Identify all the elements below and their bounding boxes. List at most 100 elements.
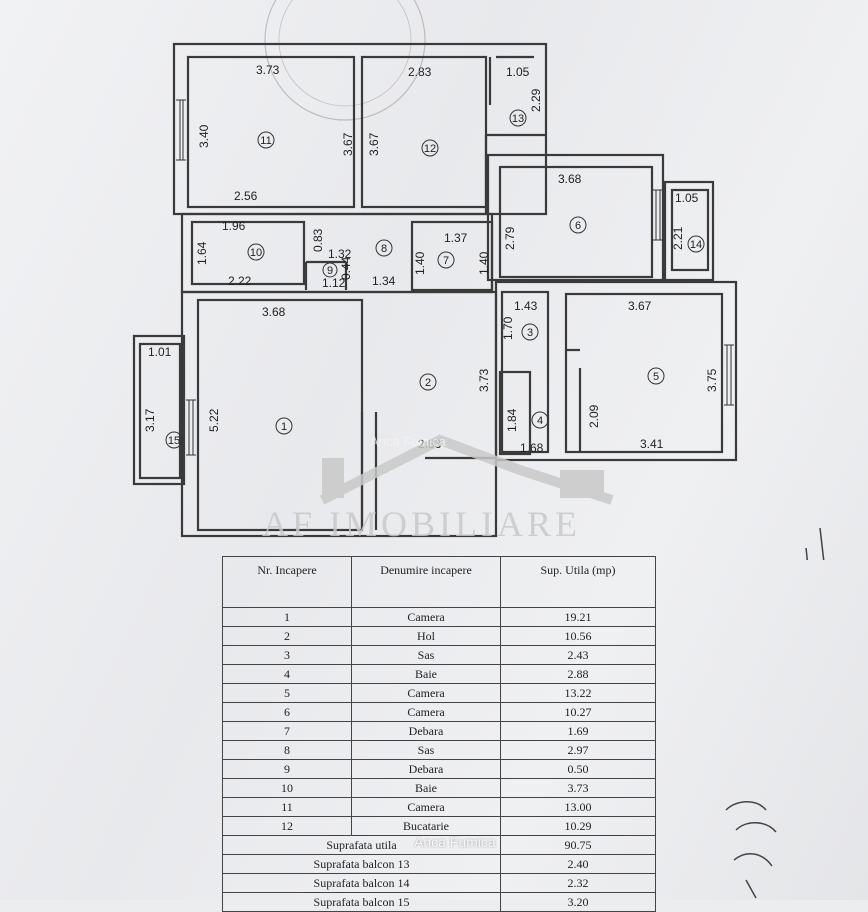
cell-area: 10.29 xyxy=(500,816,656,836)
cell-area: 3.73 xyxy=(500,778,656,798)
cell-name: Camera xyxy=(351,607,501,627)
watermark-agent-bottom: Anca Fumica xyxy=(414,834,496,850)
dim-r15-left: 3.17 xyxy=(143,408,157,432)
handwritten-initials xyxy=(725,801,777,899)
dim-r11-left: 3.40 xyxy=(197,124,211,148)
cell-area: 19.21 xyxy=(500,607,656,627)
cell-area: 2.88 xyxy=(500,664,656,684)
dim-r13-right: 2.29 xyxy=(529,88,543,112)
room-1-label: 1 xyxy=(281,421,287,433)
dim-r3-left: 1.70 xyxy=(501,316,515,340)
cell-nr: 8 xyxy=(222,740,352,760)
room-14-label: 14 xyxy=(690,239,702,251)
summary-area: 3.20 xyxy=(500,892,656,912)
dim-r5-bottom: 3.41 xyxy=(640,437,664,451)
dim-r9-a: 1.32 xyxy=(328,247,352,261)
summary-label: Suprafata balcon 15 xyxy=(222,892,501,912)
room-15-label: 15 xyxy=(168,435,180,447)
dim-r11-top: 3.73 xyxy=(256,63,280,77)
dim-r10-left: 1.64 xyxy=(195,241,209,265)
dim-r4-bottom: 1.68 xyxy=(520,441,544,455)
dim-r15-top: 1.01 xyxy=(148,345,172,359)
cell-area: 10.27 xyxy=(500,702,656,722)
summary-area: 2.32 xyxy=(500,873,656,893)
dim-r11-bottom: 2.56 xyxy=(234,189,258,203)
room-7-label: 7 xyxy=(443,255,449,267)
room-12-label: 12 xyxy=(424,143,436,155)
cell-area: 1.69 xyxy=(500,721,656,741)
dim-r7-left: 1.40 xyxy=(413,251,427,275)
cell-name: Sas xyxy=(351,645,501,665)
dim-r14-top: 1.05 xyxy=(675,191,699,205)
room-4-label: 4 xyxy=(537,415,543,427)
dim-r9-b: 1.12 xyxy=(322,276,346,290)
cell-name: Sas xyxy=(351,740,501,760)
dim-r11-right: 3.67 xyxy=(341,132,355,156)
dim-r3-top: 1.43 xyxy=(514,299,538,313)
dim-r4-left: 1.84 xyxy=(505,408,519,432)
header-area: Sup. Utila (mp) xyxy=(500,556,656,608)
dim-r12-left: 3.67 xyxy=(367,132,381,156)
floor-plan: 3.73 3.40 3.67 2.56 2.83 3.67 1.05 2.29 … xyxy=(132,0,825,560)
window-marks xyxy=(176,99,734,456)
summary-area: 2.40 xyxy=(500,854,656,874)
cell-name: Baie xyxy=(351,664,501,684)
room-5-label: 5 xyxy=(653,371,659,383)
room-11-label: 11 xyxy=(260,135,271,147)
cell-nr: 10 xyxy=(222,778,352,798)
room-8-label: 8 xyxy=(381,243,387,255)
official-stamp xyxy=(264,0,426,121)
room-13-label: 13 xyxy=(512,113,524,125)
dim-r13-top: 1.05 xyxy=(506,65,530,79)
cell-name: Baie xyxy=(351,778,501,798)
summary-label: Suprafata balcon 13 xyxy=(222,854,501,874)
cell-nr: 4 xyxy=(222,664,352,684)
dim-r9-c: 0.44 xyxy=(339,256,353,280)
cell-nr: 5 xyxy=(222,683,352,703)
handwritten-signature-mark xyxy=(805,527,825,560)
dim-r8-bottom: 1.34 xyxy=(372,274,396,288)
cell-area: 0.50 xyxy=(500,759,656,779)
cell-area: 2.97 xyxy=(500,740,656,760)
rooms-area-table: Nr. Incapere Denumire incapere Sup. Util… xyxy=(222,556,656,912)
header-nr: Nr. Incapere xyxy=(222,556,352,608)
cell-name: Camera xyxy=(351,683,501,703)
cell-area: 13.00 xyxy=(500,797,656,817)
cell-nr: 6 xyxy=(222,702,352,722)
cell-area: 13.22 xyxy=(500,683,656,703)
room-3-label: 3 xyxy=(527,327,533,339)
dim-r6-left: 2.79 xyxy=(503,226,517,250)
dim-r10-bottom: 2.22 xyxy=(228,274,252,288)
dim-r7-right: 1.40 xyxy=(477,251,491,275)
dim-r7-top: 1.37 xyxy=(444,231,468,245)
cell-nr: 1 xyxy=(222,607,352,627)
walls xyxy=(132,42,738,538)
dim-r6-top: 3.68 xyxy=(558,172,582,186)
summary-label: Suprafata balcon 14 xyxy=(222,873,501,893)
dim-r5-top: 3.67 xyxy=(628,299,652,313)
watermark-brand: AF IMOBILIARE xyxy=(262,504,581,544)
room-10-label: 10 xyxy=(250,247,262,259)
table-header-row: Nr. Incapere Denumire incapere Sup. Util… xyxy=(222,556,656,608)
dimension-labels: 3.73 3.40 3.67 2.56 2.83 3.67 1.05 2.29 … xyxy=(143,63,719,455)
room-numbers: 11 12 13 6 14 10 9 8 7 3 5 2 4 1 15 xyxy=(165,109,705,449)
af-imobiliare-watermark: AF IMOBILIARE Anca Fumica xyxy=(262,434,614,544)
summary-area: 90.75 xyxy=(500,835,656,855)
cell-name: Debara xyxy=(351,721,501,741)
cell-nr: 11 xyxy=(222,797,352,817)
dim-r2-right: 3.73 xyxy=(477,368,491,392)
header-name: Denumire incapere xyxy=(351,556,501,608)
watermark-agent-top: Anca Fumica xyxy=(370,434,447,449)
cell-nr: 3 xyxy=(222,645,352,665)
cell-name: Debara xyxy=(351,759,501,779)
cell-name: Camera xyxy=(351,702,501,722)
